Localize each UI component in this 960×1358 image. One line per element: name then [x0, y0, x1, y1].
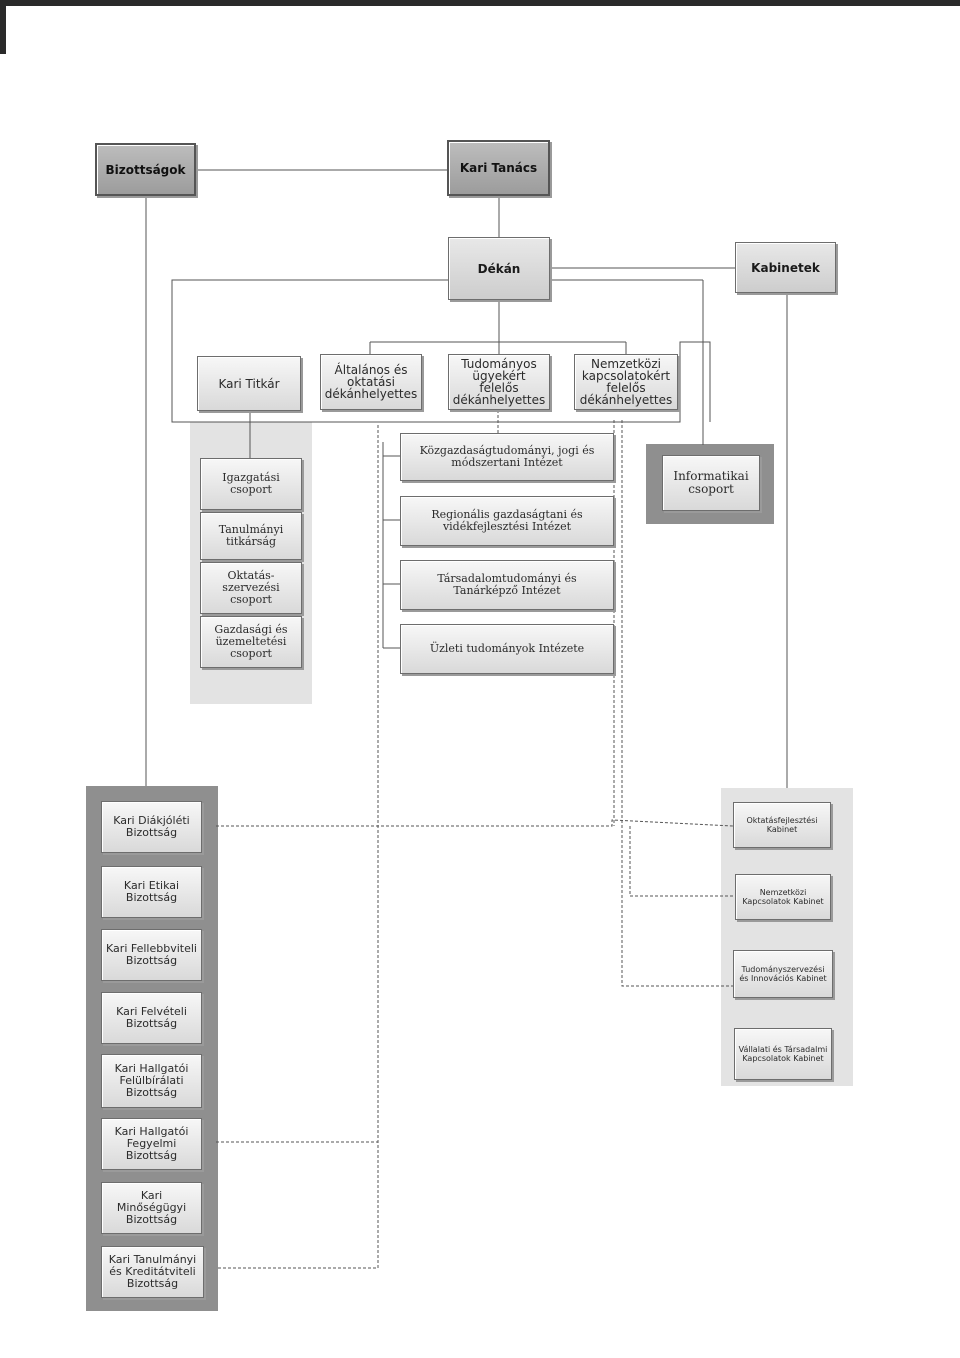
committee-fellebbviteli-box[interactable]: Kari Fellebbviteli Bizottság [101, 929, 202, 981]
kari-titkar-box[interactable]: Kari Titkár [197, 356, 301, 411]
committee-felulbiralati-box[interactable]: Kari Hallgatói Felülbírálati Bizottság [101, 1054, 202, 1108]
institute-tarsadalomtudomanyi-box[interactable]: Társadalomtudományi és Tanárképző Intéze… [400, 560, 614, 610]
committee-tanulmanyi-kreditatviteli-box[interactable]: Kari Tanulmányi és Kreditátviteli Bizott… [101, 1246, 204, 1298]
committee-fegyelmi-box[interactable]: Kari Hallgatói Fegyelmi Bizottság [101, 1118, 202, 1170]
kari-tanacs-box[interactable]: Kari Tanács [447, 140, 550, 196]
committee-diakjoleti-box[interactable]: Kari Diákjóléti Bizottság [101, 801, 202, 853]
institute-regionalis-box[interactable]: Regionális gazdaságtani és vidékfejleszt… [400, 496, 614, 546]
scan-left-edge [0, 6, 6, 54]
committee-etikai-box[interactable]: Kari Etikai Bizottság [101, 866, 202, 918]
tanulmanyi-titkarsag-box[interactable]: Tanulmányi titkárság [200, 512, 302, 560]
igazgatasi-csoport-box[interactable]: Igazgatási csoport [200, 458, 302, 510]
institute-kozgazdasag-box[interactable]: Közgazdaságtudományi, jogi és módszertan… [400, 433, 614, 481]
informatikai-csoport-box[interactable]: Informatikai csoport [662, 455, 760, 511]
scan-top-border [0, 0, 960, 6]
dekan-box[interactable]: Dékán [448, 237, 550, 300]
gazdasagi-uzemeltetesi-csoport-box[interactable]: Gazdasági és üzemeltetési csoport [200, 616, 302, 668]
nemzetkozi-dekanhelyettes-box[interactable]: Nemzetközi kapcsolatokért felelős dékánh… [574, 354, 678, 410]
committee-minosegugyi-box[interactable]: Kari Minőségügyi Bizottság [101, 1182, 202, 1234]
tudomanyos-dekanhelyettes-box[interactable]: Tudományos ügyekért felelős dékánhelyett… [448, 354, 550, 410]
cabinet-vallalati-tarsadalmi-box[interactable]: Vállalati és Társadalmi Kapcsolatok Kabi… [734, 1028, 832, 1080]
altalanos-dekanhelyettes-box[interactable]: Általános és oktatási dékánhelyettes [320, 354, 422, 410]
institute-uzleti-box[interactable]: Üzleti tudományok Intézete [400, 624, 614, 674]
cabinet-oktatasfejlesztesi-box[interactable]: Oktatásfejlesztési Kabinet [733, 802, 831, 848]
committee-felveteli-box[interactable]: Kari Felvételi Bizottság [101, 992, 202, 1044]
bizottsagok-box[interactable]: Bizottságok [95, 143, 196, 196]
kabinetek-box[interactable]: Kabinetek [735, 242, 836, 293]
cabinet-tudomanyszervezesi-box[interactable]: Tudományszervezési és Innovációs Kabinet [733, 950, 833, 998]
oktatasszervezesi-csoport-box[interactable]: Oktatás-szervezési csoport [200, 562, 302, 614]
cabinet-nemzetkozi-kapcsolatok-box[interactable]: Nemzetközi Kapcsolatok Kabinet [735, 874, 831, 920]
